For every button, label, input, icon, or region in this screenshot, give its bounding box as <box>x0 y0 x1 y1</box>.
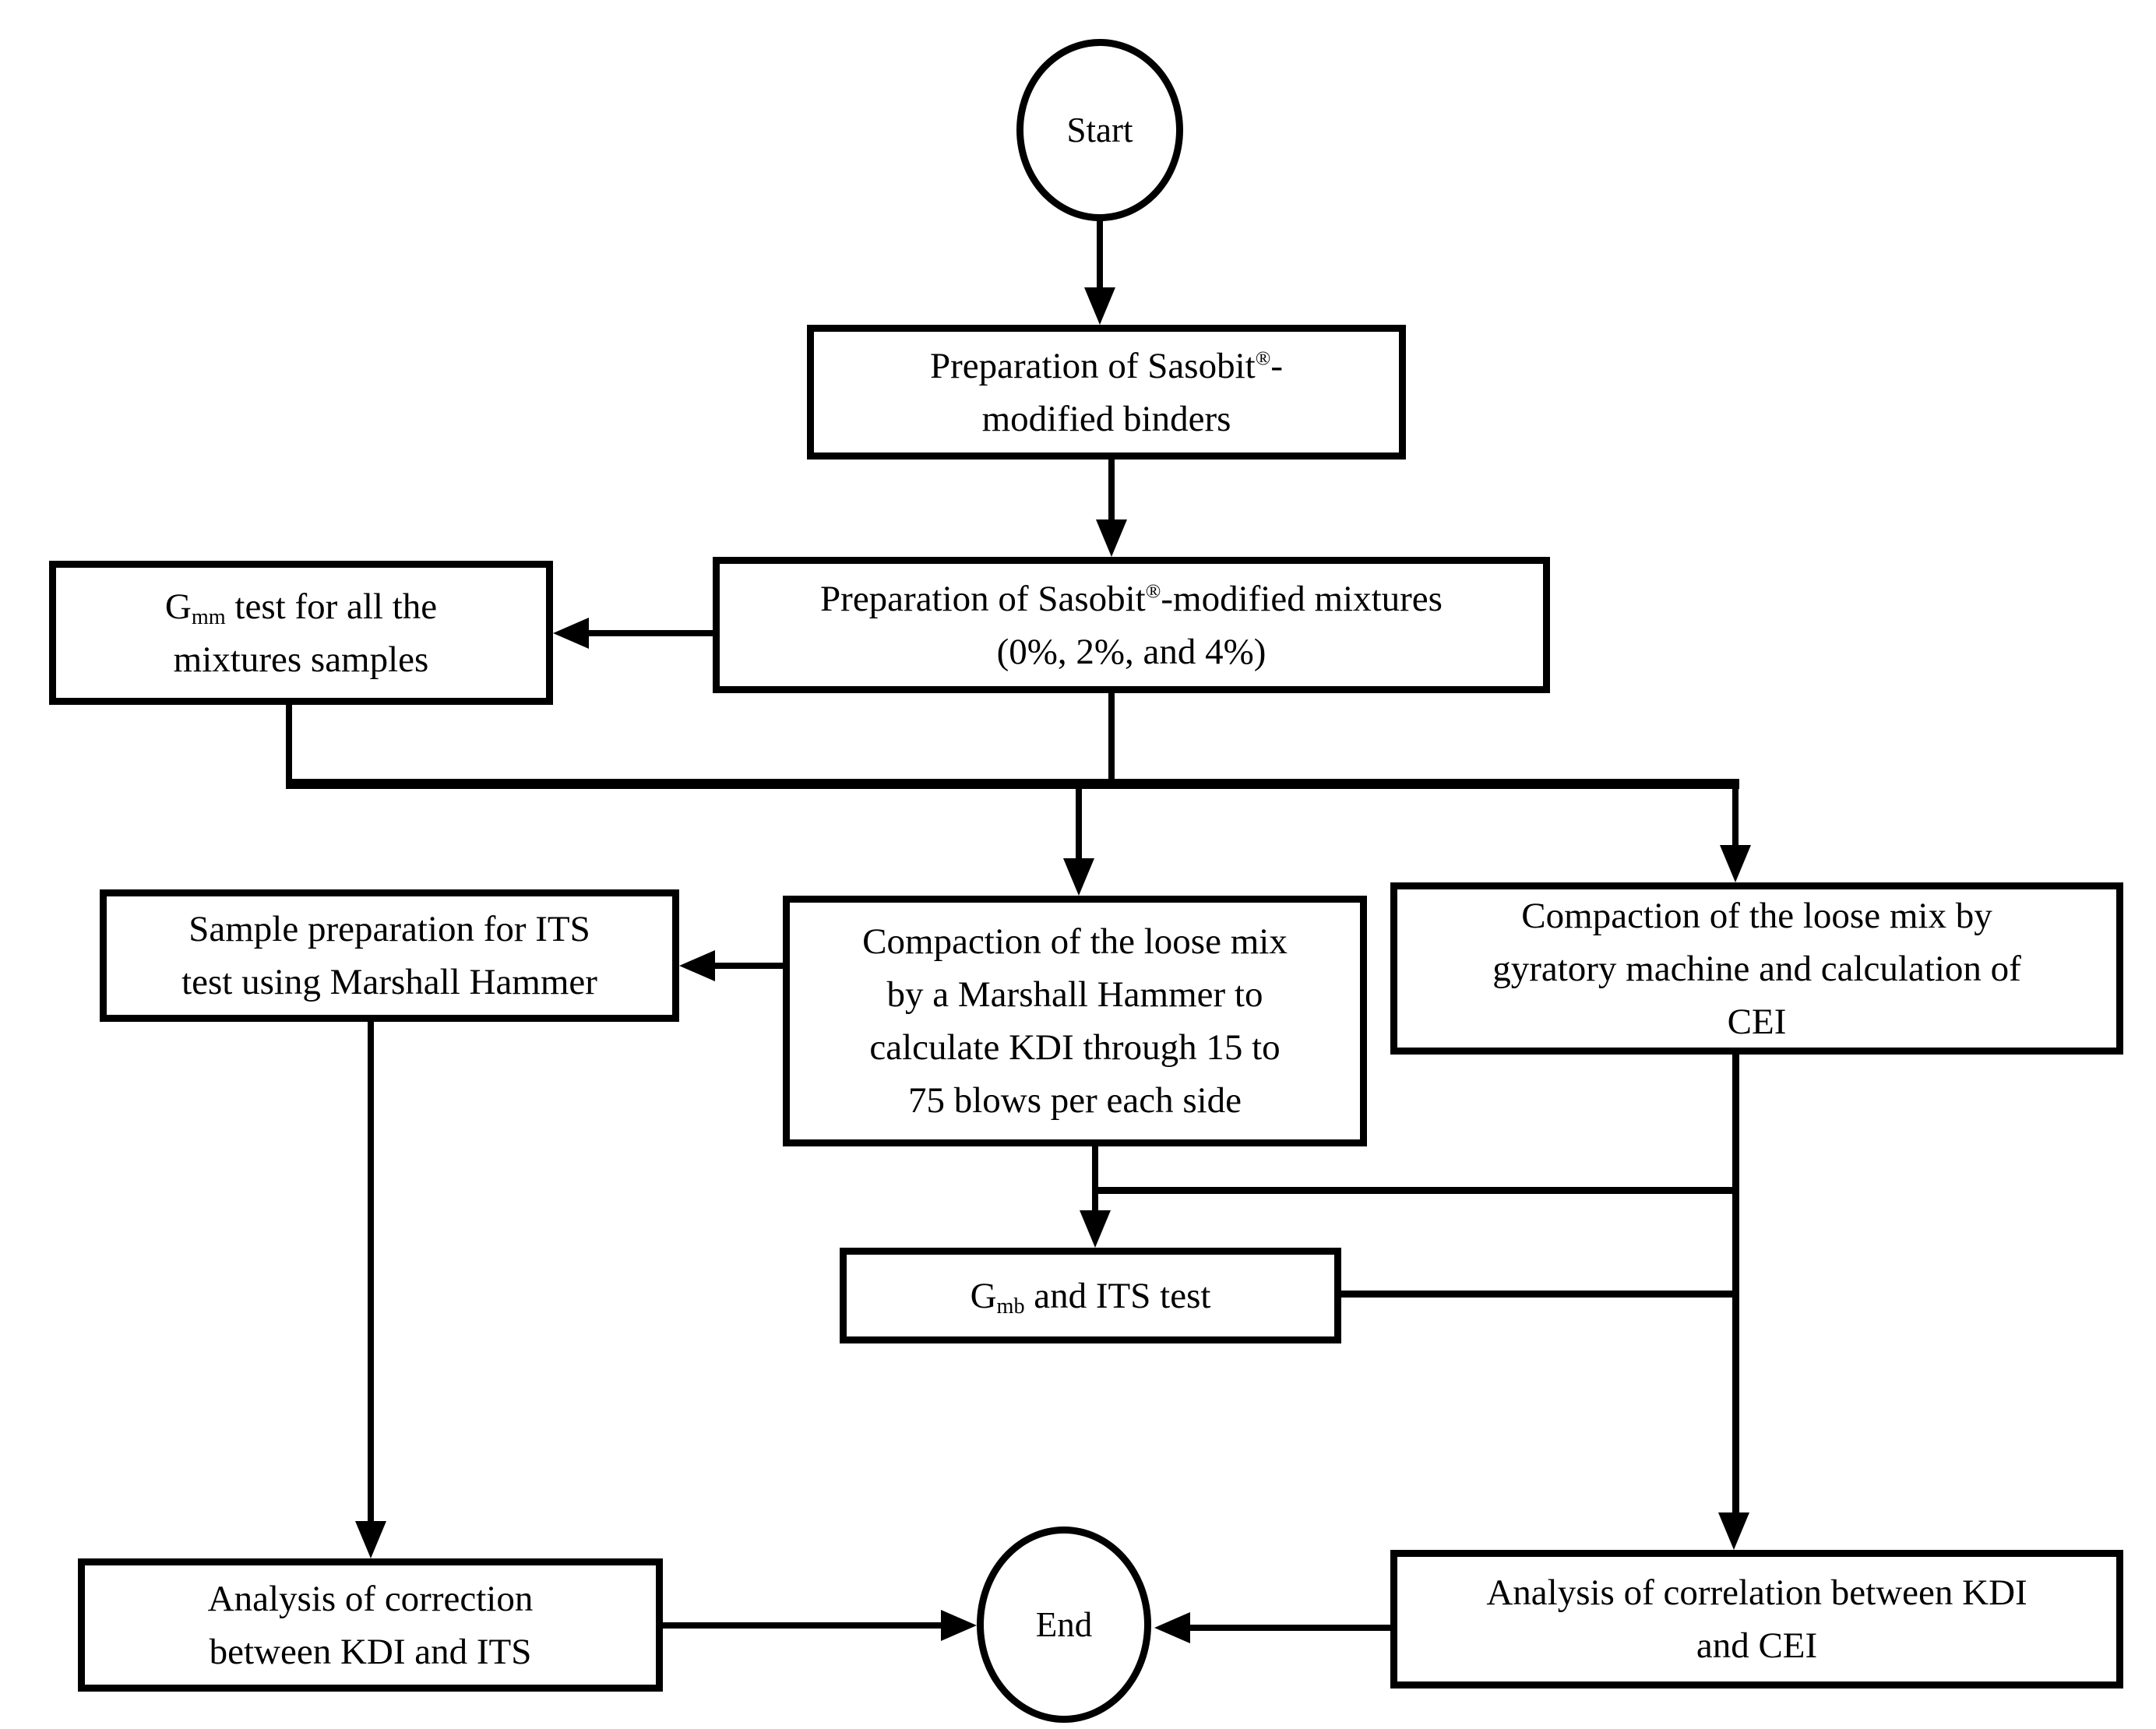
connector-gmb-to-gyratory-line <box>1338 1291 1739 1298</box>
connector-bar-to-gyratory <box>1732 787 1739 847</box>
arrowhead-down-icon <box>1720 845 1751 882</box>
connector-to-gmb <box>1092 1192 1098 1212</box>
distribution-bar <box>286 779 1739 789</box>
arrowhead-down-icon <box>355 1521 386 1558</box>
prep-mixtures-step: Preparation of Sasobit®-modified mixture… <box>713 557 1550 693</box>
connector-binders-to-mixtures <box>1108 458 1115 524</box>
connector-marshall-drop <box>1092 1145 1098 1193</box>
start-terminator: Start <box>1016 39 1183 221</box>
arrowhead-left-icon <box>1154 1612 1190 1643</box>
gmb-its-test-step: Gmb and ITS test <box>840 1248 1341 1343</box>
connector-correlation-to-end <box>1190 1625 1392 1631</box>
connector-gyratory-to-correlation <box>1732 1053 1739 1514</box>
connector-mixtures-to-bar <box>1108 692 1115 780</box>
connector-marshall-to-gyratory-line <box>1092 1187 1739 1194</box>
arrowhead-down-icon <box>1084 287 1115 325</box>
arrowhead-left-icon <box>679 950 715 981</box>
arrowhead-down-icon <box>1080 1210 1111 1248</box>
connector-gmm-to-bar <box>286 703 292 784</box>
arrowhead-down-icon <box>1718 1512 1749 1550</box>
arrowhead-down-icon <box>1063 858 1094 896</box>
connector-sample-prep-to-correction <box>368 1020 374 1523</box>
prep-binders-step: Preparation of Sasobit®-modified binders <box>807 325 1406 460</box>
connector-correction-to-end <box>661 1622 941 1629</box>
arrowhead-right-icon <box>941 1610 977 1641</box>
connector-marshall-to-sample-prep <box>715 963 784 969</box>
connector-bar-to-marshall <box>1076 787 1082 860</box>
arrowhead-left-icon <box>553 618 589 649</box>
connector-start-to-prep-binders <box>1097 220 1103 294</box>
arrowhead-down-icon <box>1096 519 1127 557</box>
connector-mixtures-to-gmm <box>589 630 714 636</box>
end-terminator: End <box>977 1527 1151 1723</box>
